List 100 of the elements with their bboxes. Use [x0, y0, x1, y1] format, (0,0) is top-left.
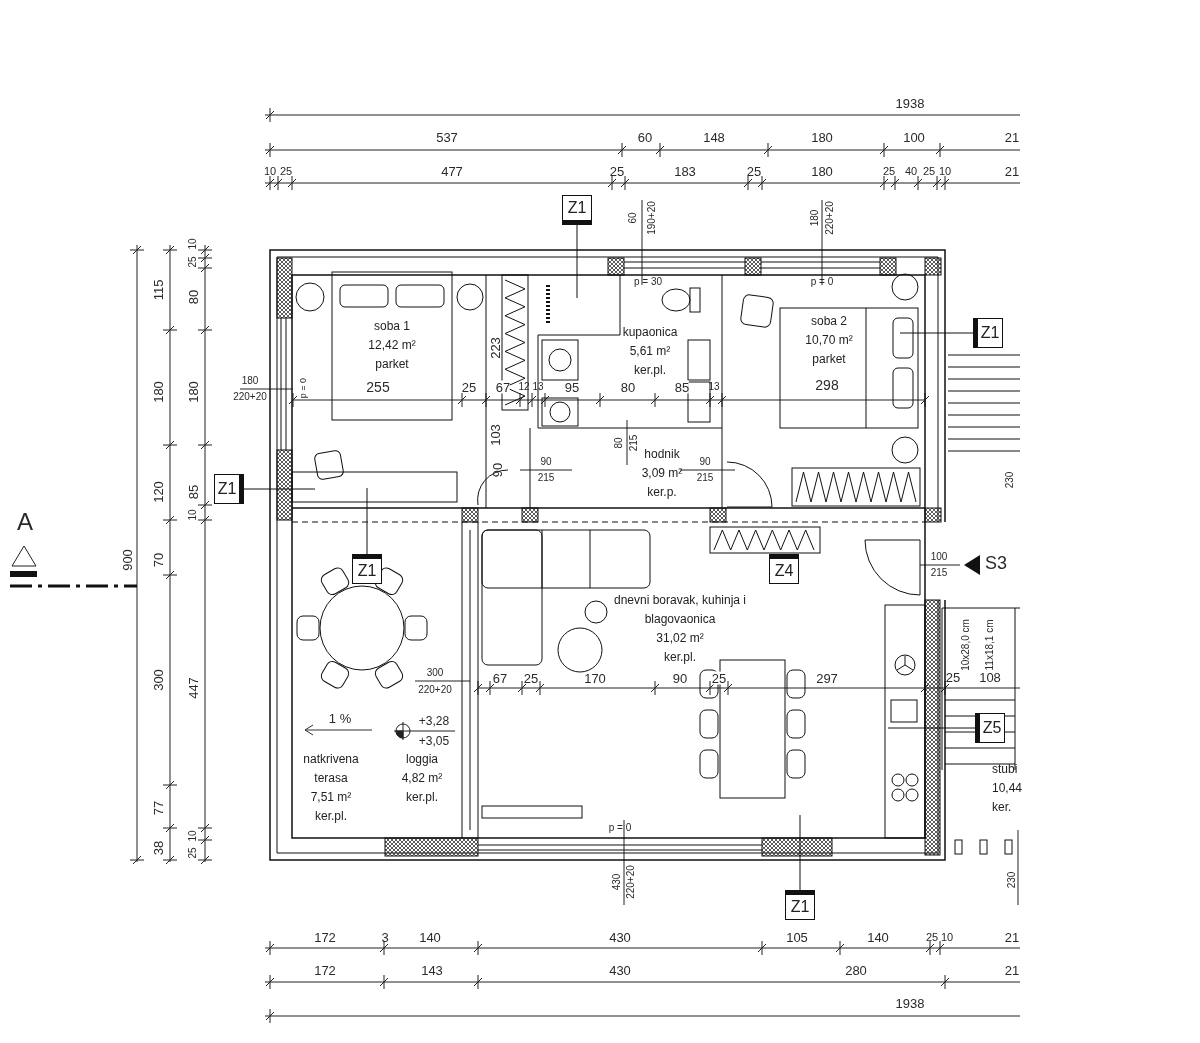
- opening-size-label: 60: [628, 212, 638, 224]
- floor-finish: parket: [812, 351, 846, 368]
- leader-line: [899, 332, 974, 334]
- dimension-label: 140: [867, 930, 889, 944]
- dimension-label: 105: [786, 930, 808, 944]
- opening-size-label: 190+20: [647, 201, 657, 235]
- dimension-label: 230: [1005, 471, 1015, 489]
- detail-tag: Z1: [352, 554, 382, 584]
- dimension-label: 1938: [895, 996, 925, 1010]
- level-label: +3,28: [418, 715, 450, 727]
- opening-size-label: 180: [241, 376, 259, 386]
- dimension-label: 10: [263, 165, 277, 177]
- dimension-label: 115: [151, 279, 165, 301]
- room-name: loggia: [406, 751, 438, 768]
- room-name: hodnik: [644, 446, 680, 463]
- dimension-label: 10: [188, 509, 198, 521]
- opening-size-label: 215: [930, 568, 948, 578]
- opening-size-label: 180: [810, 209, 820, 227]
- room-name: soba 1: [374, 318, 410, 335]
- dimension-label: 477: [441, 164, 463, 178]
- dimension-label: 85: [186, 484, 200, 500]
- room-name: soba 2: [811, 313, 847, 330]
- dimension-label: 67: [495, 380, 511, 394]
- section-label: S3: [985, 554, 1007, 572]
- stair-label: 10x28,0 cm: [961, 619, 971, 671]
- stair-label: 11x18,1 cm: [985, 619, 995, 671]
- opening-size-label: 215: [696, 473, 714, 483]
- dimension-label: 180: [811, 164, 833, 178]
- dimension-label: 447: [186, 677, 200, 699]
- dimension-label: 183: [674, 164, 696, 178]
- sill-height-label: p = 0: [810, 277, 834, 287]
- dimension-label: 90: [490, 462, 504, 478]
- level-label: +3,05: [418, 735, 450, 747]
- room-area: 12,42 m²: [368, 336, 416, 355]
- detail-tag: Z1: [785, 890, 815, 920]
- room-name: kupaonica: [622, 324, 678, 341]
- dimension-label: 430: [609, 930, 631, 944]
- dimension-label: 25: [609, 164, 625, 178]
- dimension-label: 85: [674, 380, 690, 394]
- dimension-label: 10: [938, 165, 952, 177]
- section-label: A: [17, 510, 33, 534]
- dimension-label: 25: [188, 256, 198, 268]
- slope-label: 1 %: [328, 711, 352, 725]
- dimension-label: 25: [882, 165, 896, 177]
- dimension-label: 80: [620, 380, 636, 394]
- floor-finish: parket: [375, 356, 409, 373]
- dimension-label: 21: [1004, 130, 1020, 144]
- dimension-label: 38: [151, 840, 165, 856]
- floor-finish: ker.pl.: [315, 808, 347, 825]
- dimension-label: 10: [188, 830, 198, 842]
- dimension-label: 25: [523, 671, 539, 685]
- room-area: 4,82 m²: [401, 769, 443, 788]
- dimension-label: 537: [436, 130, 458, 144]
- dimension-label: 300: [151, 669, 165, 691]
- sill-height-label: p = 0: [298, 377, 308, 399]
- dimension-label: 3: [381, 930, 389, 944]
- leader-line: [366, 487, 368, 555]
- detail-tag: Z5: [975, 713, 1005, 743]
- dimension-label: 13: [532, 382, 544, 392]
- dimension-label: 223: [488, 337, 502, 359]
- floor-finish: ker.pl.: [406, 789, 438, 806]
- dimension-label: 10: [188, 238, 198, 250]
- dimension-label: 21: [1004, 963, 1020, 977]
- leader-line: [576, 224, 578, 299]
- opening-size-label: 90: [699, 457, 711, 467]
- room-area: 10,44: [992, 779, 1023, 798]
- leader-line: [887, 727, 976, 729]
- dimension-label: 25: [925, 931, 939, 943]
- dimension-label: 108: [979, 670, 1001, 684]
- floor-finish: ker.p.: [647, 484, 677, 501]
- dimension-label: 140: [419, 930, 441, 944]
- dimension-label: 430: [609, 963, 631, 977]
- dimension-label: 25: [922, 165, 936, 177]
- dimension-label: 25: [746, 164, 762, 178]
- opening-size-label: 220+20: [418, 685, 452, 695]
- dimension-label: 21: [1004, 930, 1020, 944]
- opening-size-label: 300: [426, 668, 444, 678]
- dimension-label: 25: [461, 380, 477, 394]
- room-area: 10,70 m²: [805, 331, 853, 350]
- dimension-label: 255: [366, 380, 390, 394]
- dimension-label: 10: [940, 931, 954, 943]
- dimension-label: 25: [188, 847, 198, 859]
- dimension-label: 180: [151, 381, 165, 403]
- dimension-label: 900: [120, 549, 134, 571]
- dimension-label: 297: [816, 671, 838, 685]
- room-area: 31,02 m²: [656, 629, 704, 648]
- opening-size-label: 430: [612, 873, 622, 891]
- dimension-label: 230: [1007, 871, 1017, 889]
- dimension-label: 40: [904, 165, 918, 177]
- dimension-label: 172: [314, 930, 336, 944]
- room-area: 7,51 m²: [310, 788, 352, 807]
- dimension-label: 1938: [895, 96, 925, 110]
- dimension-label: 25: [279, 165, 293, 177]
- room-name: dnevni boravak, kuhinja i blagovaonica: [612, 592, 748, 628]
- opening-size-label: 100: [930, 552, 948, 562]
- opening-size-label: 220+20: [626, 865, 636, 899]
- dimension-label: 67: [492, 671, 508, 685]
- opening-size-label: 215: [629, 434, 639, 452]
- room-name: natkrivena terasa: [302, 751, 360, 787]
- dimension-label: 298: [815, 378, 839, 392]
